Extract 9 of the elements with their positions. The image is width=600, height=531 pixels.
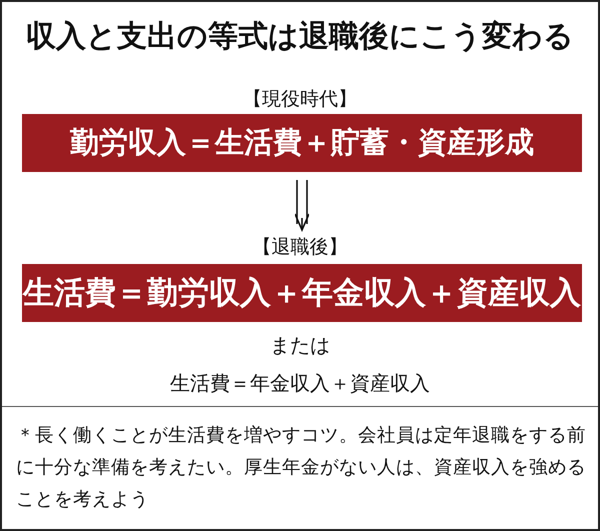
equation-text: 生活費＝年金収入＋資産収入: [169, 370, 431, 397]
title: 収入と支出の等式は退職後にこう変わる: [25, 18, 575, 56]
arrow: [294, 179, 310, 231]
equation-box: 生活費＝勤労収入＋年金収入＋資産収入: [22, 264, 582, 322]
footnote: ＊長く働くことが生活費を増やすコツ。会社員は定年退職をする前に十分な準備を考えたい。厚生年金がない人は、資産収入を強めることを考えよう: [16, 424, 586, 512]
section-heading: 【退職後】: [252, 235, 348, 260]
equation-text: または: [269, 332, 331, 359]
section-heading: 【現役時代】: [242, 87, 358, 112]
equation-box: 勤労収入＝生活費＋貯蓄・資産形成: [22, 114, 582, 172]
